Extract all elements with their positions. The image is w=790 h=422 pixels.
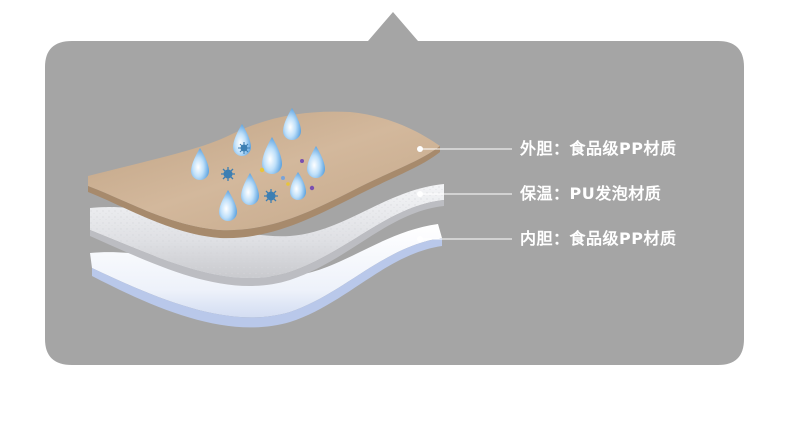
callout-dot-outer — [417, 146, 423, 152]
water-drop-icon — [290, 172, 306, 200]
water-drop-icon — [219, 190, 237, 221]
callout-dot-insulation — [417, 191, 423, 197]
callout-dot-inner — [417, 236, 423, 242]
bacteria-icon — [221, 167, 235, 181]
bacteria-particles — [221, 142, 315, 203]
bacteria-icon — [264, 189, 278, 203]
water-droplets — [191, 108, 325, 221]
callout-lines — [417, 146, 512, 242]
water-drop-icon — [307, 146, 325, 178]
insulation-label: 保温：PU发泡材质 — [520, 184, 662, 203]
water-drop-icon — [262, 137, 282, 174]
outer-liner-label: 外胆：食品级PP材质 — [520, 139, 677, 158]
water-drop-icon — [283, 108, 301, 140]
pu-foam-layer — [90, 184, 444, 286]
bacteria-icon — [238, 142, 250, 154]
inner-liner-label: 内胆：食品级PP材质 — [520, 229, 677, 248]
inner-liner-layer — [90, 224, 442, 328]
water-drop-icon — [241, 173, 259, 205]
water-drop-icon — [191, 148, 209, 180]
